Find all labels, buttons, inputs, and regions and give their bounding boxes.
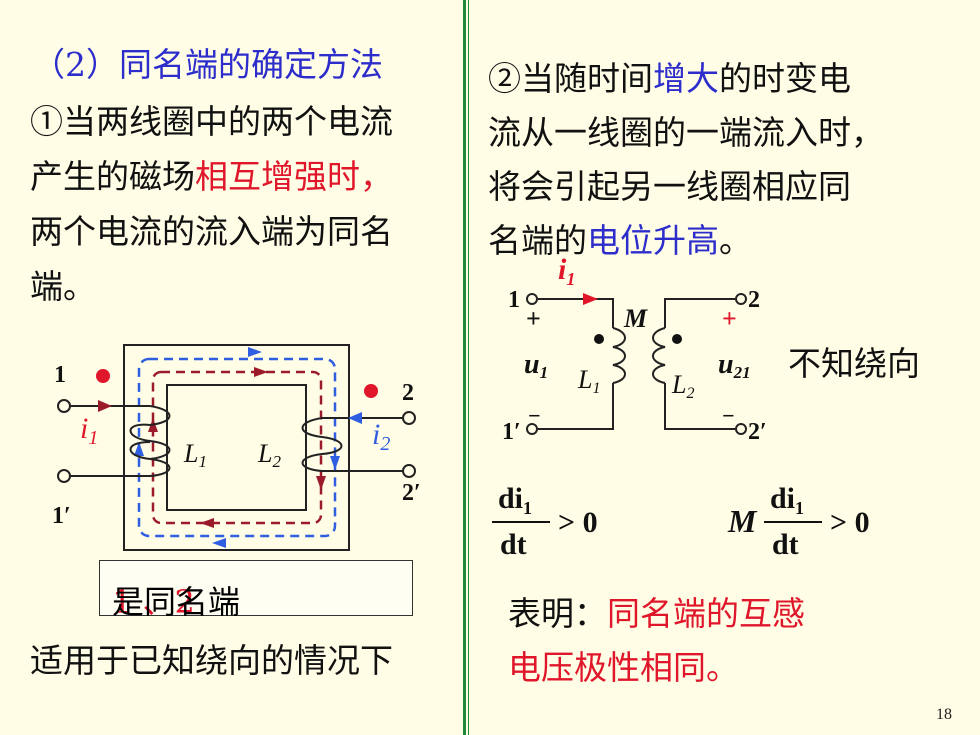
dot-mark-L2	[672, 334, 682, 344]
column-divider	[463, 0, 469, 735]
right-para-line2: 流从一线圈的一端流入时，	[488, 113, 884, 152]
formula2-numerator: di1	[770, 482, 804, 518]
formula1-denominator: dt	[500, 528, 527, 561]
terminal-2	[735, 293, 747, 305]
label-L1: L1	[183, 439, 207, 471]
label-i1: i1	[558, 255, 575, 289]
caption-text: 是同名端	[112, 583, 241, 621]
label-terminal-1p: 1′	[502, 419, 521, 445]
label-L2: L2	[257, 439, 281, 471]
flux-arrow-blue-right	[330, 456, 340, 470]
label-terminal-2: 2	[748, 287, 760, 313]
plus-left: +	[526, 304, 541, 333]
formula1-numerator: di1	[498, 482, 532, 518]
coil-L2	[301, 417, 403, 472]
flux-path-darkred	[151, 370, 323, 525]
terminal-1	[57, 399, 71, 413]
circuit-wires	[538, 298, 735, 430]
conclusion-emphasis-1: 同名端的互感	[607, 594, 805, 633]
page-number: 18	[936, 706, 952, 723]
flux-arrow-red-top	[254, 367, 268, 377]
right-line1-c: 的时变电	[719, 59, 851, 98]
right-line4-a: 名端的	[488, 221, 587, 260]
label-terminal-2p: 2′	[748, 419, 767, 445]
label-i1: i1	[80, 412, 98, 449]
formula2-M: M	[727, 503, 758, 539]
caption-box: 1 、2 是同名端	[99, 560, 413, 621]
terminal-1	[526, 293, 538, 305]
emphasis-increase: 增大	[653, 59, 719, 98]
emphasis-mutual-enhance: 相互增强时，	[195, 157, 393, 196]
conclusion-line1: 表明：同名端的互感	[508, 587, 805, 635]
formula-row: di1 dt > 0 M di1 dt > 0	[492, 482, 870, 561]
dot-mark-2	[364, 384, 378, 398]
flux-arrow-blue-top	[248, 347, 262, 357]
unknown-winding-note: 不知绕向	[788, 344, 920, 383]
label-u21: u21	[718, 349, 751, 382]
left-para-line2: 产生的磁场相互增强时，	[30, 150, 393, 198]
left-footer-note: 适用于已知绕向的情况下	[30, 641, 393, 680]
terminal-2	[402, 411, 416, 425]
right-line4-c: 。	[719, 221, 752, 260]
left-para-line2-a: 产生的磁场	[30, 157, 195, 196]
formula2-denominator: dt	[772, 528, 799, 561]
core-inner	[166, 384, 307, 511]
core-outer	[123, 344, 350, 551]
left-para-line1: ①当两线圈中的两个电流	[30, 102, 393, 141]
label-M: M	[623, 304, 648, 333]
current-arrow-i2	[348, 412, 362, 424]
conclusion-line2: 电压极性相同。	[508, 648, 739, 687]
label-terminal-2: 2	[402, 380, 414, 406]
current-arrow-i1	[98, 400, 112, 412]
label-u1: u1	[524, 349, 548, 382]
formula2-relation: > 0	[830, 506, 870, 539]
terminal-1p	[526, 423, 538, 435]
terminal-1p	[57, 469, 71, 483]
section-heading: （2）同名端的确定方法	[32, 45, 383, 84]
right-para-line3: 将会引起另一线圈相应同	[488, 167, 851, 206]
terminal-2p	[735, 423, 747, 435]
terminal-2p	[402, 464, 416, 478]
flux-arrow-blue-left	[134, 442, 144, 456]
caption-terminals: 1 、2	[112, 583, 195, 621]
left-para-line3: 两个电流的流入端为同名	[30, 212, 393, 251]
label-i2: i2	[372, 418, 390, 455]
current-arrow-i1	[583, 293, 598, 305]
right-para-line4: 名端的电位升高。	[488, 214, 752, 262]
minus-left: −	[528, 403, 541, 428]
label-terminal-2p: 2′	[402, 480, 421, 506]
formula1-relation: > 0	[558, 506, 598, 539]
emphasis-potential-rise: 电位升高	[587, 221, 719, 260]
label-terminal-1: 1	[54, 362, 66, 388]
left-para-line4: 端。	[30, 267, 96, 306]
flux-arrow-red-bottom	[200, 518, 214, 528]
flux-arrow-blue-bottom	[212, 538, 226, 548]
minus-right: −	[722, 403, 735, 428]
conclusion-prefix: 表明：	[508, 594, 607, 633]
right-line1-a: ②当随时间	[488, 59, 653, 98]
label-terminal-1p: 1′	[52, 503, 71, 529]
dot-mark-1	[96, 369, 110, 383]
right-para-line1: ②当随时间增大的时变电	[488, 52, 851, 100]
coupled-inductor-diagram: 1 1′ 2 2′ i1 M + + − − u1 u21 L1 L2	[502, 255, 767, 445]
label-L1: L1	[577, 365, 600, 397]
plus-right: +	[722, 304, 737, 333]
flux-arrow-red-right	[316, 476, 326, 490]
core-coil-diagram: 1 1′ 2 2′ i1 i2 L1 L2	[52, 344, 421, 551]
label-terminal-1: 1	[508, 287, 520, 313]
label-L2: L2	[671, 370, 694, 402]
dot-mark-L1	[594, 334, 604, 344]
